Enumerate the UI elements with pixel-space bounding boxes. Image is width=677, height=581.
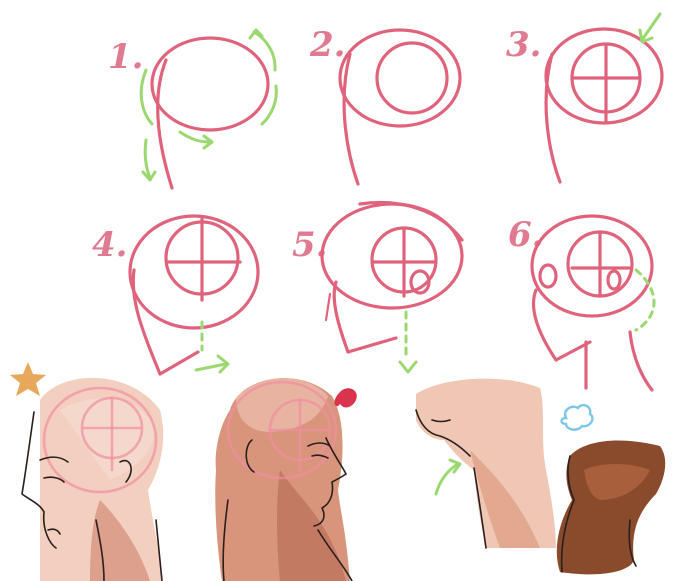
step-2-number: 2. xyxy=(309,25,346,65)
step-4-sketch: 4. xyxy=(92,216,258,374)
painted-head-medium xyxy=(215,378,352,581)
step-1-number: 1. xyxy=(108,37,144,77)
painted-neck-study-dark xyxy=(557,441,665,575)
heart-scribble-mark xyxy=(335,388,357,407)
step-5-sketch: 5. xyxy=(292,203,462,373)
painted-head-light xyxy=(22,378,163,581)
painted-neck-study-light xyxy=(416,379,556,548)
step-4-number: 4. xyxy=(92,225,128,265)
cloud-doodle-mark xyxy=(562,405,593,430)
step-6-sketch: 6. xyxy=(508,215,654,390)
step-3-number: 3. xyxy=(506,25,542,65)
star-decoration xyxy=(10,362,46,396)
step-3-sketch: 3. xyxy=(506,14,662,182)
step-2-sketch: 2. xyxy=(309,25,460,184)
step-6-number: 6. xyxy=(508,215,544,255)
step-1-sketch: 1. xyxy=(108,30,276,188)
